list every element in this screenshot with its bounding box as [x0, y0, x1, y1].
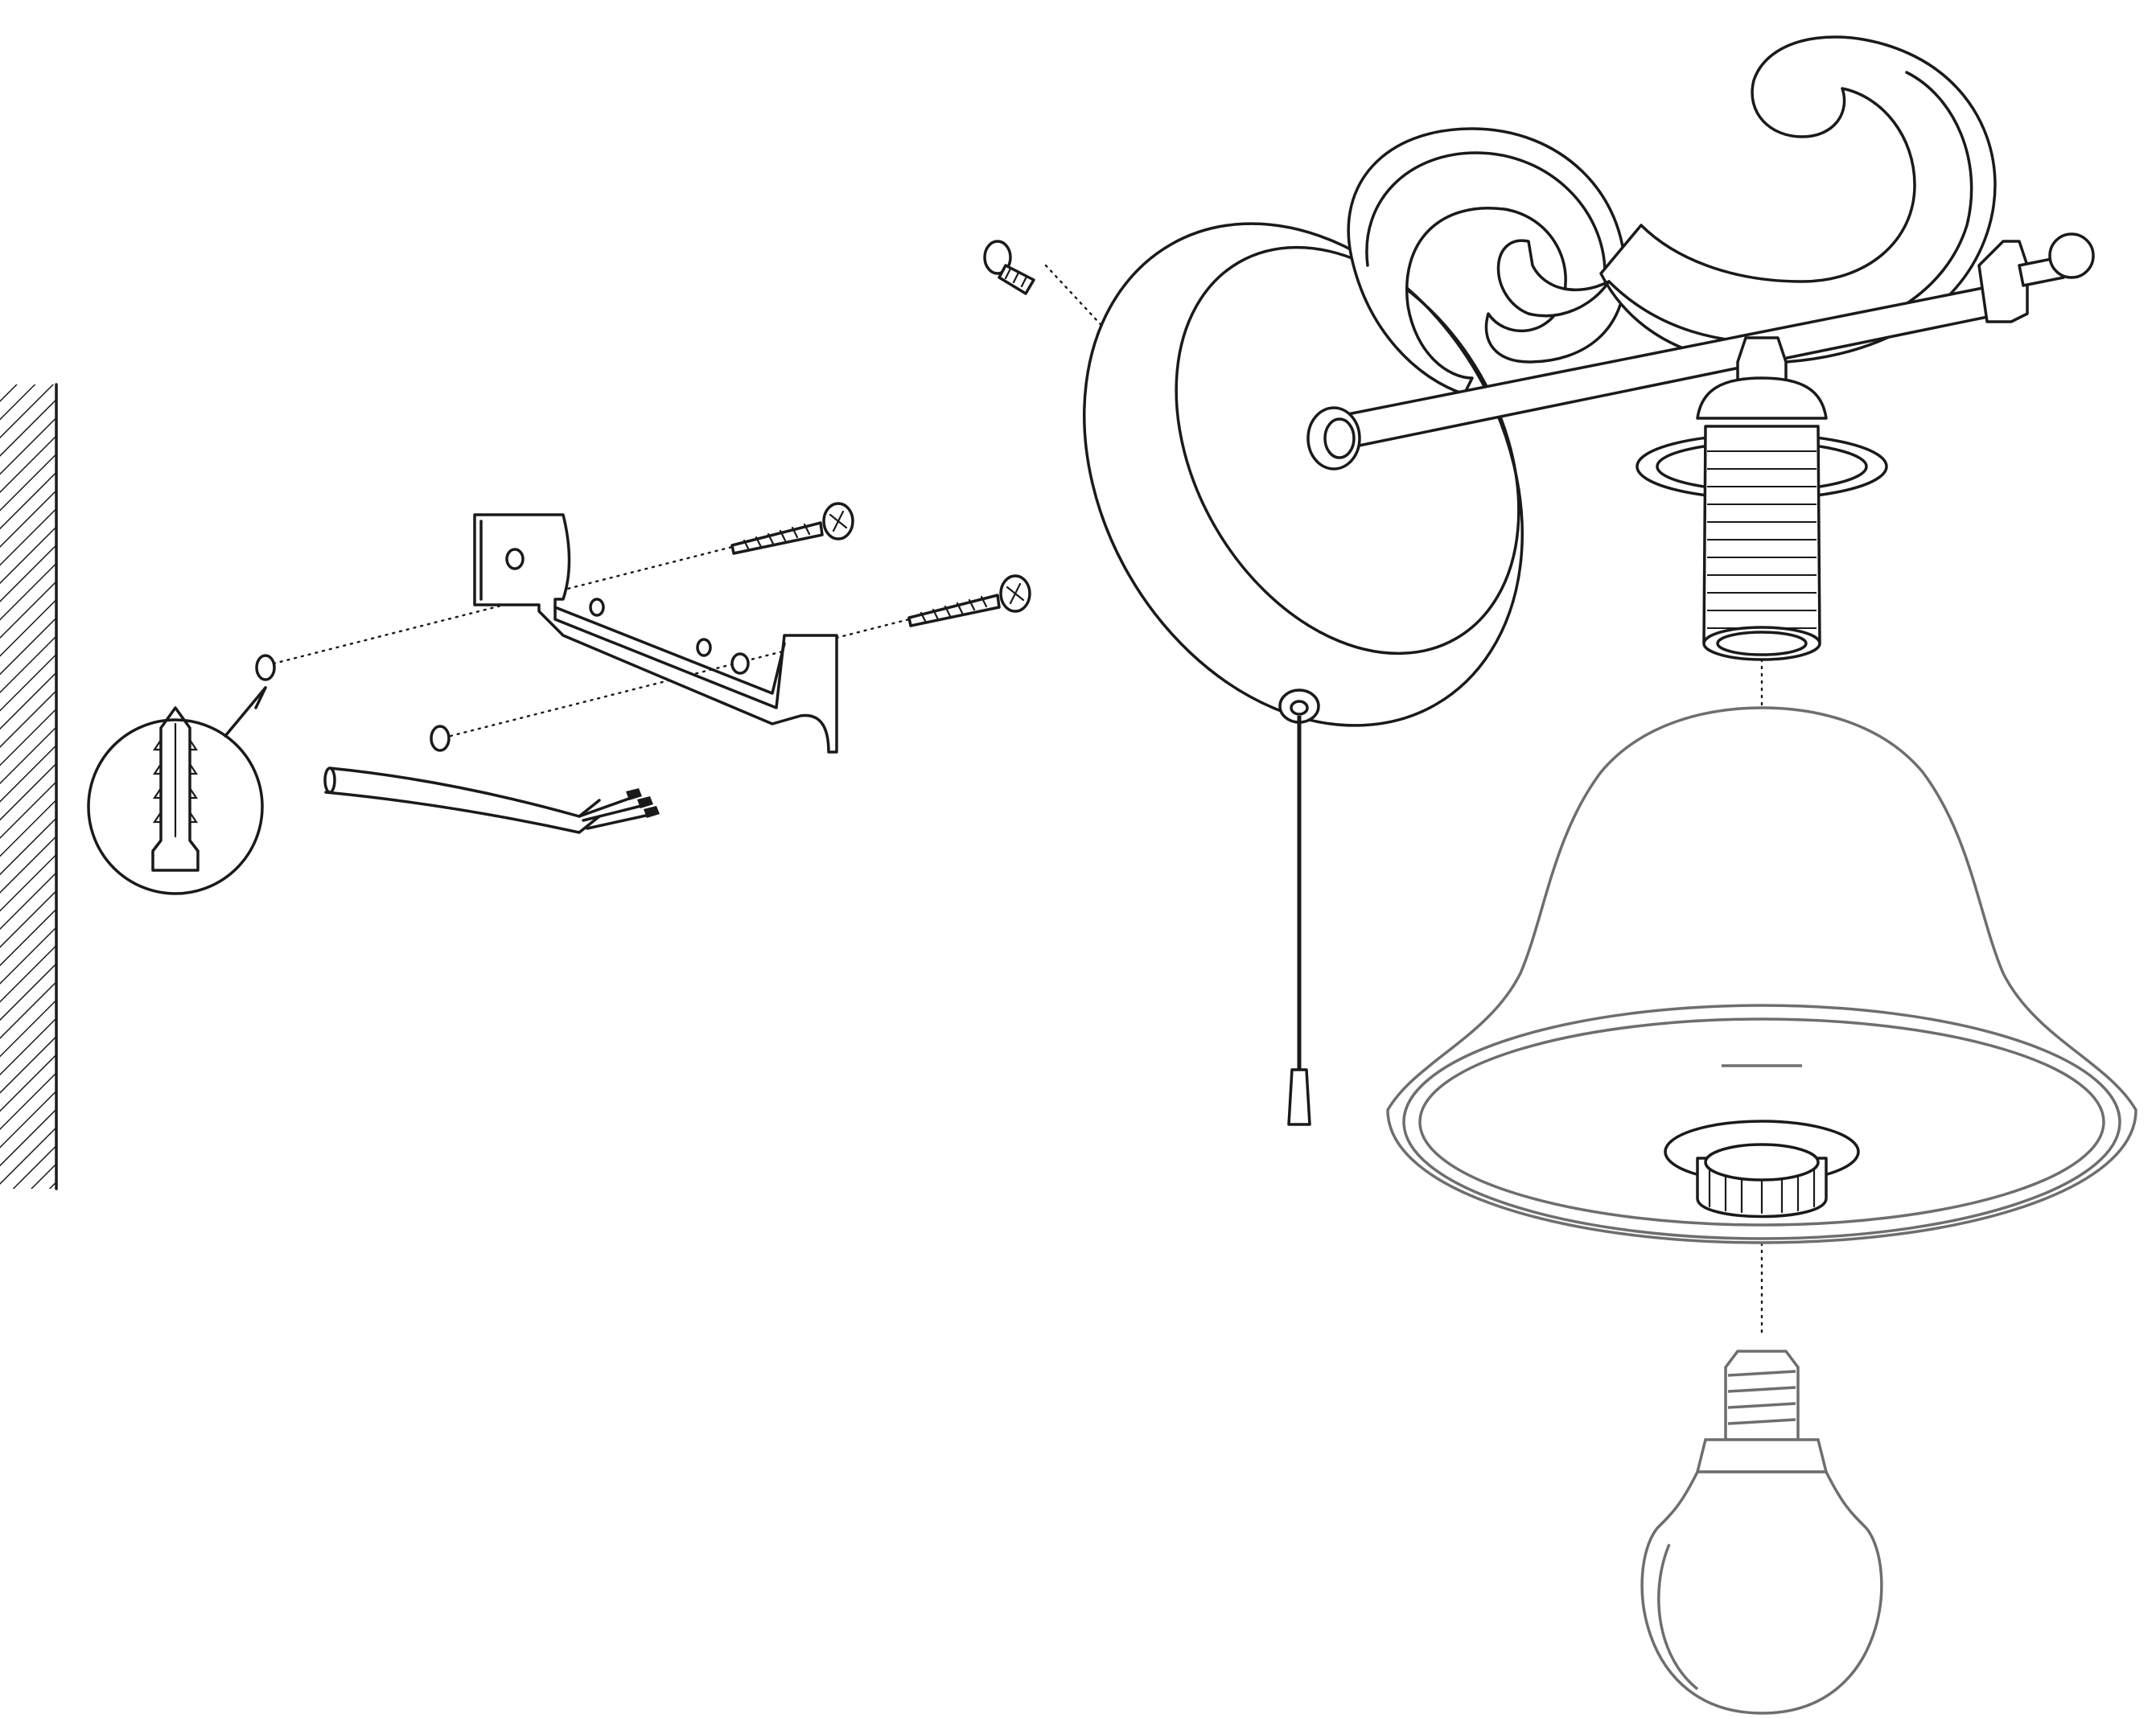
glass-shade [1386, 706, 2137, 1244]
wall-plug-detail [87, 654, 451, 895]
decorative-scroll-arm [1347, 35, 1997, 396]
shade-ring [1664, 1120, 1860, 1219]
supply-cable [323, 767, 660, 834]
wood-screw [907, 574, 1031, 627]
light-bulb [1640, 1350, 1883, 1715]
arm-tube [1306, 232, 2095, 471]
drill-hole-lower [430, 725, 451, 752]
wood-screw [730, 502, 854, 555]
pull-cord [1287, 716, 1311, 1126]
mounting-bracket [473, 513, 838, 754]
lamp-holder [1636, 336, 1888, 661]
wall [0, 383, 58, 1190]
wall-plug [151, 706, 200, 872]
drill-hole-upper [255, 654, 276, 681]
